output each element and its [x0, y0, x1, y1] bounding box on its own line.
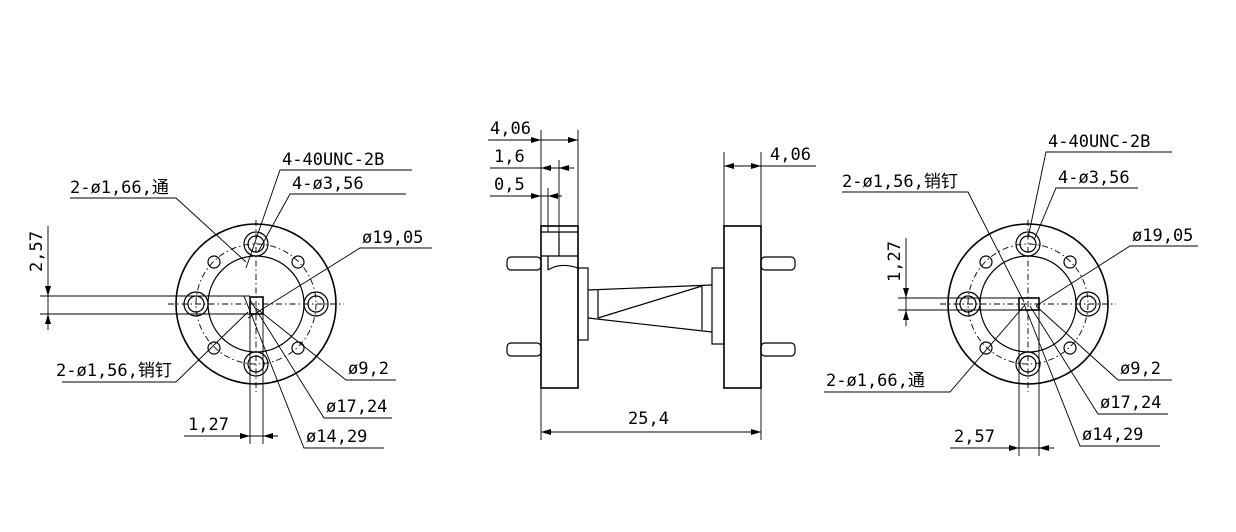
left-dowel-label: 2-ø1,56,销钉 — [56, 361, 172, 381]
right-d92-leader — [1035, 305, 1172, 381]
side-length-arrow-left — [541, 429, 551, 435]
right-d1429-label: ø14,29 — [1082, 425, 1143, 445]
left-flange-bolt-circle — [195, 243, 317, 365]
left-bolt-hole-right — [303, 291, 329, 317]
side-406-left-arrow-b — [568, 137, 578, 143]
left-waveguide-aperture — [249, 296, 264, 315]
left-pin-hole-br — [291, 341, 305, 355]
side-406-right-arrow-a — [724, 163, 734, 169]
right-bolt-hole-bottom — [1015, 351, 1041, 377]
side-left-hub — [577, 267, 589, 341]
left-bolt-hole-bottom — [243, 351, 269, 377]
side-taper-diagonal — [597, 285, 703, 319]
side-406-left-label: 4,06 — [490, 119, 531, 139]
right-d1724-leader — [1029, 305, 1168, 415]
side-05-arrow-a — [531, 193, 541, 199]
side-05-label: 0,5 — [494, 175, 525, 195]
left-257-arrow-bottom — [45, 314, 51, 324]
right-pin-label: 2-ø1,66,通 — [826, 371, 925, 391]
right-thread-label: 4-40UNC-2B — [1048, 132, 1150, 152]
left-d92-label: ø9,2 — [348, 359, 389, 379]
side-view: 4,06 1,6 0,5 4,06 25,4 — [488, 119, 816, 440]
right-thread-leader — [1027, 151, 1172, 239]
side-right-flange — [723, 225, 762, 389]
side-left-pin-bottom — [506, 342, 542, 357]
left-hole-leader — [257, 193, 406, 253]
side-406-right-arrow-b — [751, 163, 761, 169]
left-pin-hole-tr — [291, 255, 305, 269]
right-pin-hole-tr — [1063, 255, 1077, 269]
side-left-pin-top — [506, 256, 542, 271]
right-od-label: ø19,05 — [1132, 226, 1193, 246]
right-bolt-hole-left — [955, 291, 981, 317]
right-flange-view: 4-40UNC-2B 2-ø1,56,销钉 4-ø3,56 ø19,05 2-ø… — [824, 132, 1198, 456]
side-right-hub — [711, 267, 725, 345]
side-16-label: 1,6 — [494, 147, 525, 167]
side-406-left-arrow — [531, 137, 541, 143]
right-pin-hole-br — [1063, 341, 1077, 355]
side-16-arrow-a — [541, 165, 551, 171]
right-dowel-leader — [842, 191, 1025, 303]
left-d1429-leader — [243, 295, 384, 449]
left-dowel-leader — [62, 311, 249, 383]
left-127-arrow-left — [240, 433, 250, 439]
right-hole-leader — [1033, 187, 1138, 241]
left-d1429-label: ø14,29 — [306, 427, 367, 447]
right-d1429-leader — [1023, 303, 1160, 447]
left-od-leader — [247, 247, 432, 319]
right-d1724-label: ø17,24 — [1100, 393, 1161, 413]
left-127-label: 1,27 — [188, 415, 229, 435]
right-hole-label: 4-ø3,56 — [1058, 168, 1130, 188]
left-257-label: 2,57 — [27, 231, 47, 272]
side-right-pin-bottom — [760, 342, 796, 357]
side-406-right-label: 4,06 — [770, 145, 811, 165]
left-pin-hole-tl — [207, 255, 221, 269]
right-flange-bolt-circle — [967, 243, 1089, 365]
left-od-label: ø19,05 — [362, 228, 423, 248]
side-right-pin-top — [760, 256, 796, 271]
right-dowel-label: 2-ø1,56,销钉 — [842, 172, 958, 192]
left-bolt-hole-top — [243, 231, 269, 257]
side-left-flange-break-curve — [547, 264, 579, 271]
right-pin-hole-tl — [979, 255, 993, 269]
side-taper-top — [587, 284, 713, 291]
left-d92-leader — [255, 307, 396, 381]
left-pin-hole-bl — [207, 341, 221, 355]
left-pin-label: 2-ø1,66,通 — [70, 178, 169, 198]
left-127-arrow-right — [263, 433, 273, 439]
left-hole-label: 4-ø3,56 — [292, 174, 364, 194]
right-127-arrow-top — [903, 288, 909, 298]
right-257-arrow-right — [1039, 445, 1049, 451]
right-257-label: 2,57 — [954, 427, 995, 447]
right-127-arrow-bottom — [903, 310, 909, 320]
right-pin-hole-bl — [979, 341, 993, 355]
left-257-arrow-top — [45, 286, 51, 296]
side-taper-bottom — [587, 317, 713, 333]
side-16-arrow-b — [559, 165, 569, 171]
side-length-label: 25,4 — [628, 409, 669, 429]
right-od-leader — [1035, 245, 1198, 307]
right-d92-label: ø9,2 — [1120, 359, 1161, 379]
side-05-arrow-b — [548, 193, 558, 199]
right-127-label: 1,27 — [885, 241, 905, 282]
left-flange-view: 2-ø1,66,通 4-40UNC-2B 4-ø3,56 ø19,05 2-ø1… — [27, 150, 432, 449]
side-length-arrow-right — [751, 429, 761, 435]
left-thread-label: 4-40UNC-2B — [282, 150, 384, 170]
left-d1724-leader — [249, 299, 392, 419]
right-bolt-hole-right — [1075, 291, 1101, 317]
right-pin-leader — [824, 305, 1025, 393]
left-pin-leader — [70, 197, 247, 263]
left-d1724-label: ø17,24 — [326, 397, 387, 417]
right-257-arrow-left — [1009, 445, 1019, 451]
left-thread-leader — [245, 169, 412, 269]
